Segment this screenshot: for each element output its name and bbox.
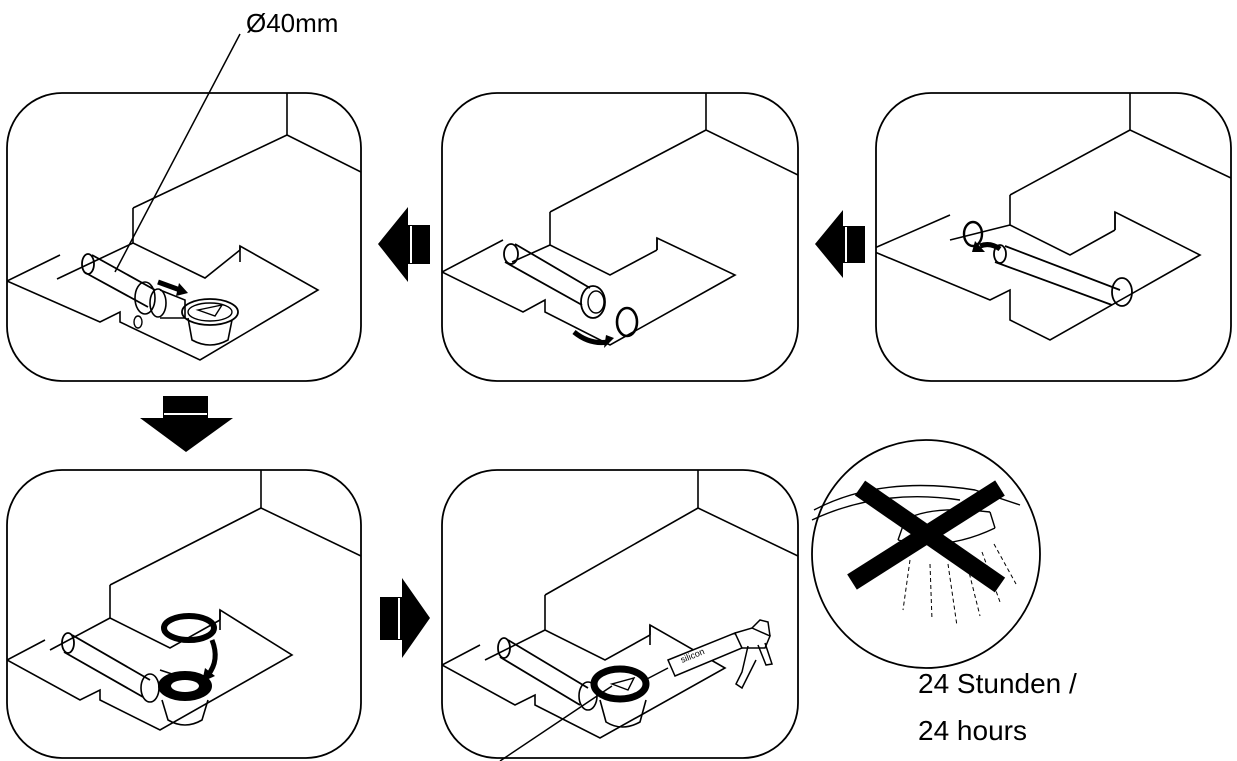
step-arrow-left-icon <box>815 210 865 278</box>
step-arrow-down-icon <box>140 396 233 452</box>
step-arrow-left-icon <box>378 207 430 282</box>
silicone-gun-icon: silicon <box>644 619 773 690</box>
curved-arrow-icon <box>205 639 218 677</box>
cure-time-line-1: 24 Stunden / <box>918 668 1077 699</box>
no-water-prohibited-icon <box>811 439 1041 669</box>
silicone-bead-ring <box>590 665 650 703</box>
curved-arrow-icon <box>572 330 609 345</box>
step-panel-4-fit-seal <box>6 469 362 759</box>
step-arrow-right-icon <box>380 578 430 658</box>
cure-time-line-2: 24 hours <box>918 715 1027 746</box>
silicone-leader-line <box>499 685 613 761</box>
straight-arrow-icon <box>157 279 181 293</box>
pipe-diameter-leader-line <box>114 33 241 273</box>
curved-arrow-icon <box>979 242 1002 252</box>
pipe-diameter-label: Ø40mm <box>246 8 338 38</box>
step-panel-2-seal-ring <box>441 92 799 382</box>
step-panel-5-apply-silicone: silicon <box>441 469 799 761</box>
step-panel-3-connect-trap <box>6 92 362 382</box>
step-panel-1-pipe-placement <box>875 92 1232 382</box>
gasket-ring <box>161 613 217 643</box>
